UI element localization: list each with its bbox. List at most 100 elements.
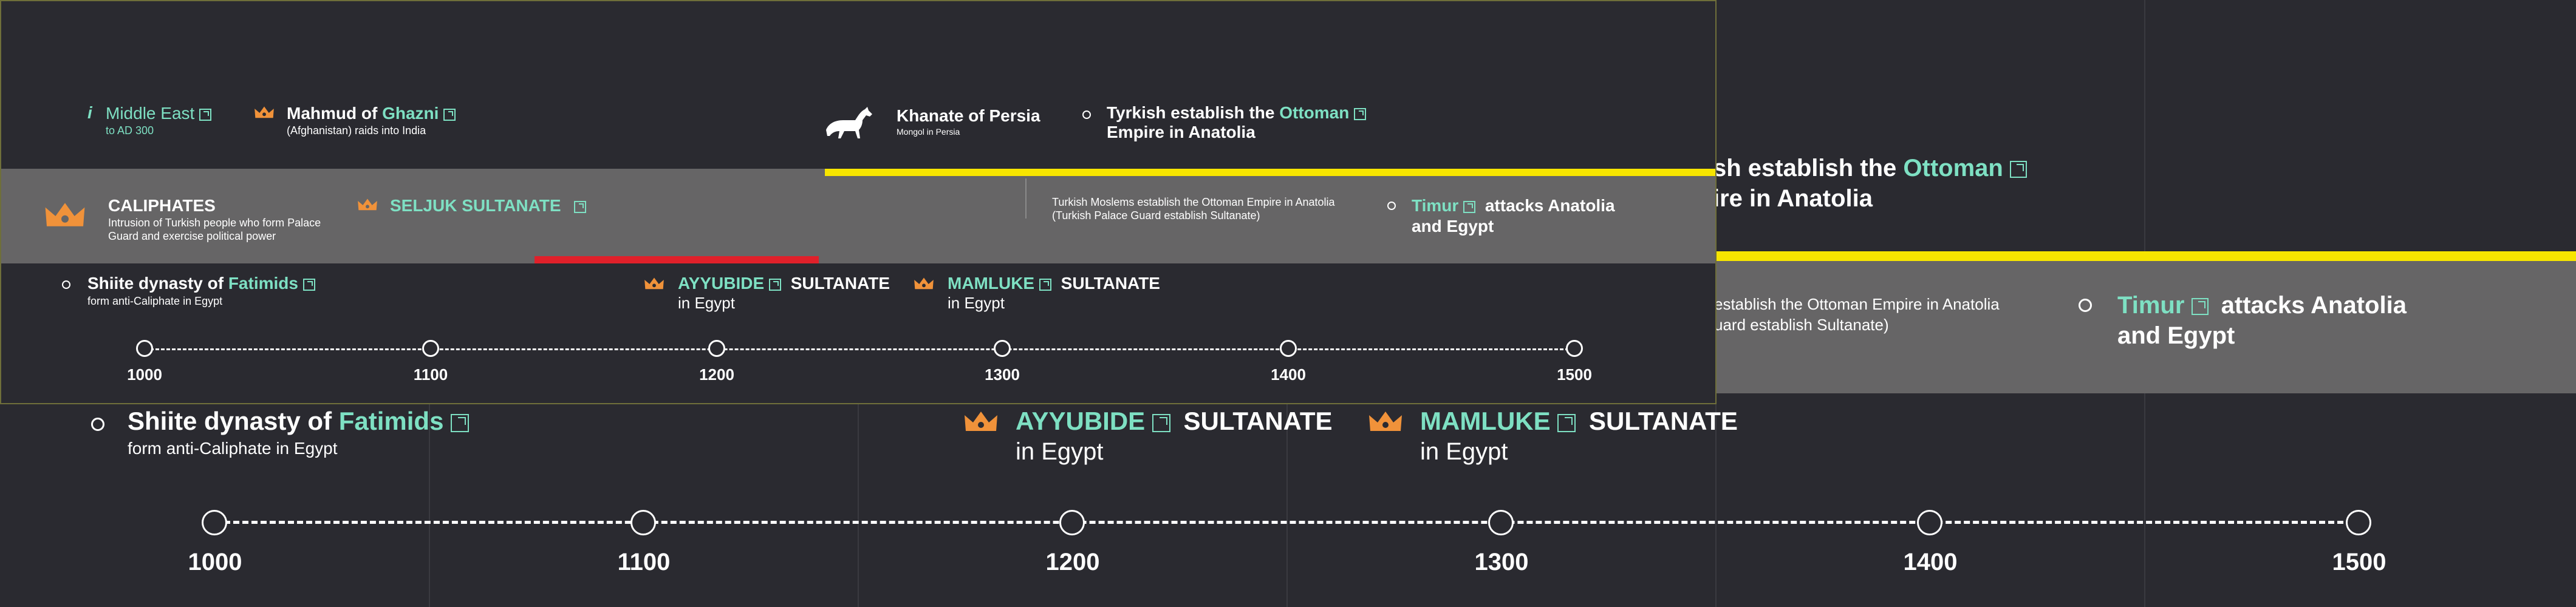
external-link-icon[interactable]	[1039, 278, 1051, 291]
tick-marker[interactable]	[630, 510, 656, 535]
timeline-axis	[215, 521, 2362, 524]
tick-marker[interactable]	[422, 340, 439, 357]
external-link-icon[interactable]	[302, 278, 315, 291]
ghazni-event[interactable]: Mahmud of Ghazni (Afghanistan) raids int…	[287, 103, 456, 137]
tick-marker[interactable]	[1280, 340, 1297, 357]
timur-link[interactable]: Timur	[2117, 292, 2185, 319]
external-link-icon[interactable]	[443, 108, 456, 121]
ayyubide-line2: in Egypt	[1016, 438, 1104, 465]
external-link-icon[interactable]	[1557, 413, 1576, 432]
ghazni-sub: (Afghanistan) raids into India	[287, 124, 426, 137]
moslems-note: Turkish Moslems establish the Ottoman Em…	[1052, 195, 1335, 222]
middle-east-link[interactable]: Middle East	[106, 104, 195, 123]
ayyubide-event[interactable]: AYYUBIDE SULTANATE in Egypt	[1016, 405, 1333, 466]
mamluke-link[interactable]: MAMLUKE	[948, 274, 1035, 293]
caliphates-title: CALIPHATES	[108, 196, 216, 215]
ghazni-pre: Mahmud of	[287, 104, 383, 123]
mamluke-event[interactable]: MAMLUKE SULTANATE in Egypt	[1420, 405, 1738, 466]
event-dot-icon	[62, 280, 70, 289]
caliphates-band	[1, 169, 1715, 263]
crown-icon	[963, 410, 999, 435]
external-link-icon[interactable]	[2191, 298, 2209, 316]
external-link-icon[interactable]	[574, 200, 587, 213]
ayyubide-event[interactable]: AYYUBIDE SULTANATE in Egypt	[678, 273, 890, 312]
ottoman-link[interactable]: Ottoman	[1279, 103, 1350, 122]
timeline-axis	[145, 348, 1574, 350]
moslems-line1: Turkish Moslems establish the Ottoman Em…	[1052, 196, 1335, 208]
caliphates-event[interactable]: CALIPHATES Intrusion of Turkish people w…	[108, 195, 321, 243]
ayyubide-link[interactable]: AYYUBIDE	[1016, 407, 1146, 435]
moslems-line2: uard establish Sultanate)	[1714, 316, 1889, 334]
ottoman-line2: ire in Anatolia	[1713, 185, 1873, 212]
shiite-sub: form anti-Caliphate in Egypt	[128, 439, 338, 458]
ottoman-event[interactable]: Tyrkish establish the Ottoman Empire in …	[1107, 103, 1367, 142]
shiite-event[interactable]: Shiite dynasty of Fatimids form anti-Cal…	[87, 273, 315, 308]
ottoman-bar[interactable]	[1715, 251, 2576, 261]
moslems-line1: establish the Ottoman Empire in Anatolia	[1714, 295, 2000, 313]
ayyubide-post: SULTANATE	[1183, 407, 1333, 435]
divider	[1025, 178, 1027, 219]
crown-icon	[1368, 410, 1403, 435]
overview-panel[interactable]: i Middle East to AD 300 Mahmud of Ghazni…	[0, 0, 1717, 404]
seljuk-bar[interactable]	[535, 256, 819, 263]
ghazni-link[interactable]: Ghazni	[382, 104, 439, 123]
timur-event[interactable]: Timur attacks Anatolia and Egypt	[1412, 195, 1615, 237]
mamluke-line2: in Egypt	[1420, 438, 1508, 465]
ottoman-line2: Empire in Anatolia	[1107, 123, 1256, 141]
tick-marker[interactable]	[1566, 340, 1583, 357]
tick-marker[interactable]	[708, 340, 725, 357]
ottoman-bar[interactable]	[825, 169, 1715, 176]
tick-label: 1300	[1474, 549, 1529, 575]
crown-icon	[357, 198, 378, 212]
external-link-icon[interactable]	[768, 278, 781, 291]
tick-marker[interactable]	[1917, 510, 1942, 535]
external-link-icon[interactable]	[2009, 161, 2027, 178]
tick-marker[interactable]	[2346, 510, 2371, 535]
timur-link[interactable]: Timur	[1412, 196, 1459, 215]
seljuk-event[interactable]: SELJUK SULTANATE	[390, 195, 587, 216]
tick-marker[interactable]	[994, 340, 1011, 357]
fatimids-link[interactable]: Fatimids	[228, 274, 298, 293]
shiite-event[interactable]: Shiite dynasty of Fatimids form anti-Cal…	[128, 405, 470, 460]
external-link-icon[interactable]	[199, 108, 212, 121]
seljuk-link[interactable]: SELJUK SULTANATE	[390, 196, 561, 215]
tick-label: 1200	[699, 365, 734, 384]
tick-marker[interactable]	[136, 340, 153, 357]
caliphates-sub1: Intrusion of Turkish people who form Pal…	[108, 217, 321, 229]
event-dot-icon	[91, 418, 104, 431]
tick-label: 1500	[2332, 549, 2386, 575]
tick-marker[interactable]	[202, 510, 227, 535]
timur-line2: and Egypt	[1412, 217, 1494, 236]
external-link-icon[interactable]	[1463, 200, 1476, 213]
tick-marker[interactable]	[1059, 510, 1085, 535]
external-link-icon[interactable]	[1152, 413, 1170, 432]
tick-label: 1400	[1903, 549, 1958, 575]
event-dot-icon	[1082, 110, 1091, 119]
mamluke-link[interactable]: MAMLUKE	[1420, 407, 1551, 435]
tick-marker[interactable]	[1488, 510, 1514, 535]
external-link-icon[interactable]	[451, 413, 470, 432]
tick-label: 1400	[1271, 365, 1306, 384]
timur-event[interactable]: Timur attacks Anatolia and Egypt	[2117, 290, 2407, 351]
tick-label: 1200	[1045, 549, 1100, 575]
mamluke-line2: in Egypt	[948, 294, 1005, 312]
tick-label: 1000	[127, 365, 162, 384]
ayyubide-link[interactable]: AYYUBIDE	[678, 274, 765, 293]
ayyubide-post: SULTANATE	[790, 274, 890, 293]
info-icon: i	[87, 103, 92, 122]
shiite-pre: Shiite dynasty of	[128, 407, 339, 435]
ottoman-link[interactable]: Ottoman	[1903, 155, 2003, 181]
khanate-event[interactable]: Khanate of Persia Mongol in Persia	[897, 106, 1040, 137]
ottoman-pre: sh establish the	[1713, 155, 1904, 181]
middle-east-event[interactable]: Middle East to AD 300	[106, 103, 212, 137]
ottoman-event[interactable]: sh establish the Ottoman ire in Anatolia	[1713, 153, 2027, 214]
external-link-icon[interactable]	[1354, 107, 1367, 120]
tick-label: 1500	[1557, 365, 1592, 384]
crown-icon	[44, 202, 86, 231]
tick-label: 1000	[188, 549, 242, 575]
event-dot-icon	[1387, 202, 1396, 210]
timur-post: attacks Anatolia	[2221, 292, 2407, 319]
fatimids-link[interactable]: Fatimids	[338, 407, 444, 435]
ayyubide-line2: in Egypt	[678, 294, 735, 312]
mamluke-event[interactable]: MAMLUKE SULTANATE in Egypt	[948, 273, 1160, 312]
